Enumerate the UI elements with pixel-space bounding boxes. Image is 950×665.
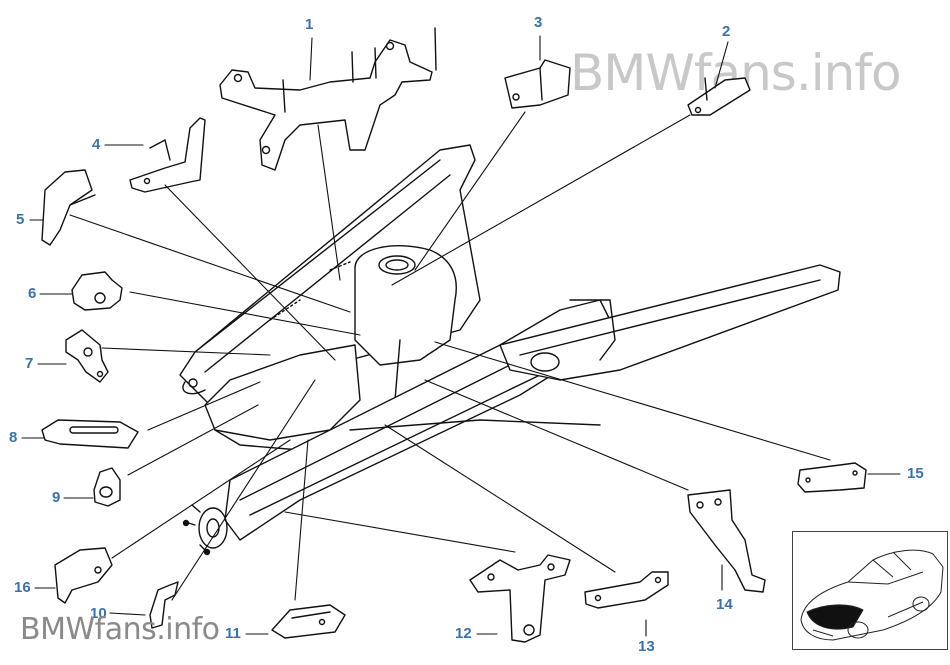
part-6-mount bbox=[71, 271, 123, 311]
part-label-3: 3 bbox=[534, 14, 543, 31]
part-label-5: 5 bbox=[16, 211, 25, 228]
part-2-bracket bbox=[687, 77, 751, 116]
part-4-bracket bbox=[129, 117, 206, 193]
car-outline-icon bbox=[800, 549, 944, 641]
watermark-bottom: BMWfans.info bbox=[20, 612, 220, 647]
part-13-bracket bbox=[584, 571, 669, 609]
part-label-10: 10 bbox=[90, 605, 107, 622]
part-label-8: 8 bbox=[9, 429, 18, 446]
part-label-2: 2 bbox=[722, 23, 731, 40]
part-label-15: 15 bbox=[907, 465, 924, 482]
part-9-clip bbox=[93, 467, 121, 507]
part-16-bracket bbox=[54, 547, 113, 604]
part-label-9: 9 bbox=[52, 489, 61, 506]
front-frame-assembly bbox=[179, 144, 841, 556]
part-label-14: 14 bbox=[716, 596, 733, 613]
part-3-bracket bbox=[504, 59, 571, 109]
part-label-13: 13 bbox=[638, 638, 655, 655]
part-15-bracket bbox=[797, 462, 867, 493]
part-1-bracket bbox=[219, 27, 437, 171]
part-label-4: 4 bbox=[92, 136, 101, 153]
part-label-1: 1 bbox=[305, 16, 314, 33]
part-5-bracket bbox=[41, 169, 96, 246]
part-7-clip bbox=[65, 329, 109, 383]
part-12-bracket bbox=[469, 554, 571, 643]
part-label-16: 16 bbox=[14, 579, 31, 596]
part-8-plate bbox=[41, 419, 139, 449]
leader-lines bbox=[21, 35, 901, 637]
part-label-11: 11 bbox=[225, 625, 241, 642]
part-label-7: 7 bbox=[25, 355, 34, 372]
part-label-6: 6 bbox=[28, 285, 37, 302]
part-14-support bbox=[687, 489, 766, 593]
vehicle-location-inset bbox=[792, 531, 948, 650]
part-11-pad bbox=[271, 604, 346, 639]
part-label-12: 12 bbox=[455, 625, 472, 642]
